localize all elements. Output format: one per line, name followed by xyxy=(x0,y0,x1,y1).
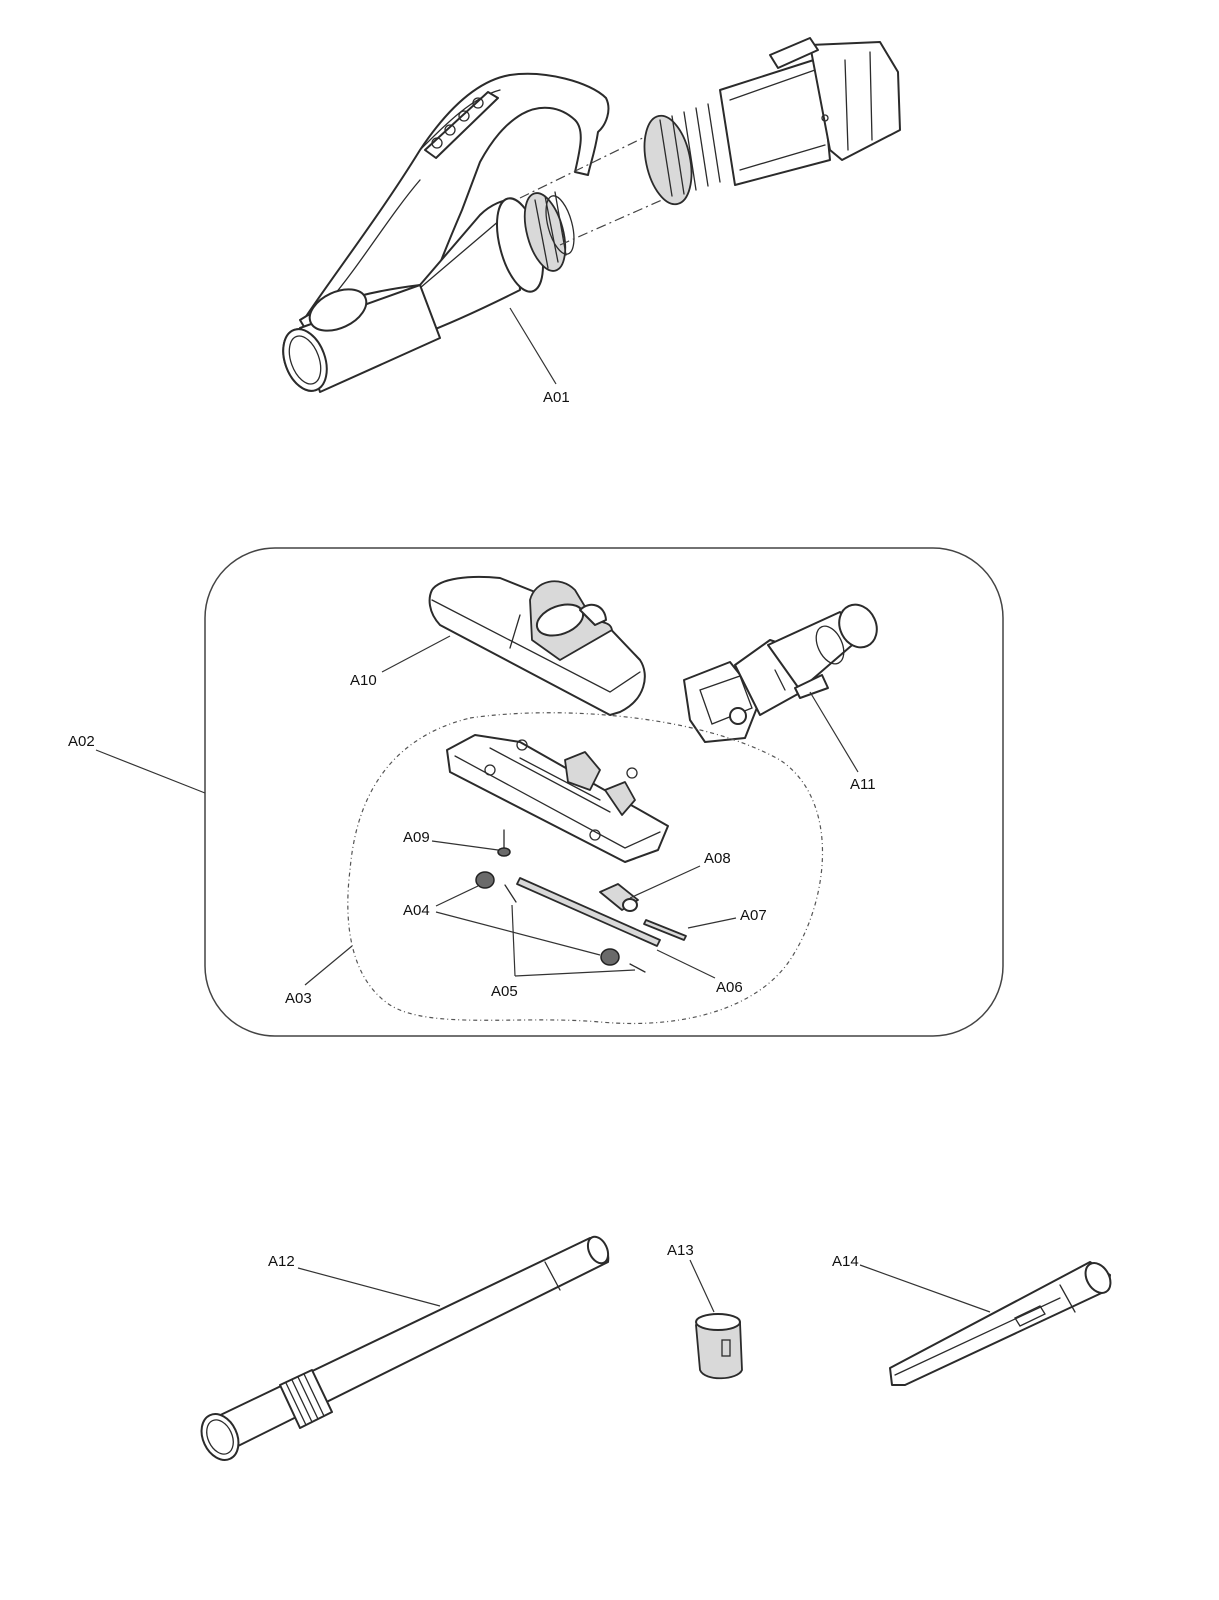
leader-a05-2 xyxy=(514,969,636,977)
callout-a04: A04 xyxy=(403,902,430,919)
wheel-1 xyxy=(475,871,495,889)
short-pin xyxy=(643,919,687,941)
callout-a13: A13 xyxy=(667,1242,694,1259)
callout-a05: A05 xyxy=(491,983,518,1000)
leader-a13 xyxy=(689,1259,715,1313)
callout-a01: A01 xyxy=(543,389,570,406)
axle-pin-2 xyxy=(629,963,646,973)
leader-a08 xyxy=(629,865,701,899)
cap-part xyxy=(695,1313,743,1380)
callout-a07: A07 xyxy=(740,907,767,924)
callout-a03: A03 xyxy=(285,990,312,1007)
roller xyxy=(599,883,639,912)
wheel-2 xyxy=(600,948,620,966)
callout-a09: A09 xyxy=(403,829,430,846)
long-rod xyxy=(516,877,661,947)
leader-a03 xyxy=(304,945,353,986)
callout-a02: A02 xyxy=(68,733,95,750)
leader-a01 xyxy=(509,307,557,385)
nozzle-base-plate xyxy=(446,734,669,863)
callout-a08: A08 xyxy=(704,850,731,867)
callout-a11: A11 xyxy=(850,776,876,793)
callout-a12: A12 xyxy=(268,1253,295,1270)
alignment-line-lower xyxy=(559,191,681,246)
leader-a14 xyxy=(859,1264,991,1313)
leader-a11 xyxy=(809,691,859,773)
telescopic-tube xyxy=(200,1235,610,1461)
hose-handle-assembly xyxy=(282,72,610,393)
axle-pin-1 xyxy=(504,884,517,903)
leader-a10 xyxy=(381,635,451,673)
alignment-line-upper xyxy=(519,131,656,199)
crevice-tool xyxy=(889,1261,1112,1386)
leader-a06 xyxy=(656,949,716,979)
callout-a14: A14 xyxy=(832,1253,859,1270)
leader-a04-2 xyxy=(435,911,601,956)
leader-a12 xyxy=(297,1267,441,1307)
leader-a04-1 xyxy=(435,885,479,907)
screw xyxy=(497,829,511,857)
subassembly-outline-a03 xyxy=(347,712,824,1025)
leader-a05-1 xyxy=(511,904,516,977)
callout-a06: A06 xyxy=(716,979,743,996)
floor-nozzle xyxy=(428,575,646,716)
leader-a09 xyxy=(431,840,499,851)
leader-a02 xyxy=(95,749,206,794)
adapter-tool xyxy=(683,603,878,743)
hose-connector xyxy=(643,37,901,206)
callout-a10: A10 xyxy=(350,672,377,689)
kit-frame-a02 xyxy=(204,547,1004,1037)
leader-a07 xyxy=(687,917,737,929)
